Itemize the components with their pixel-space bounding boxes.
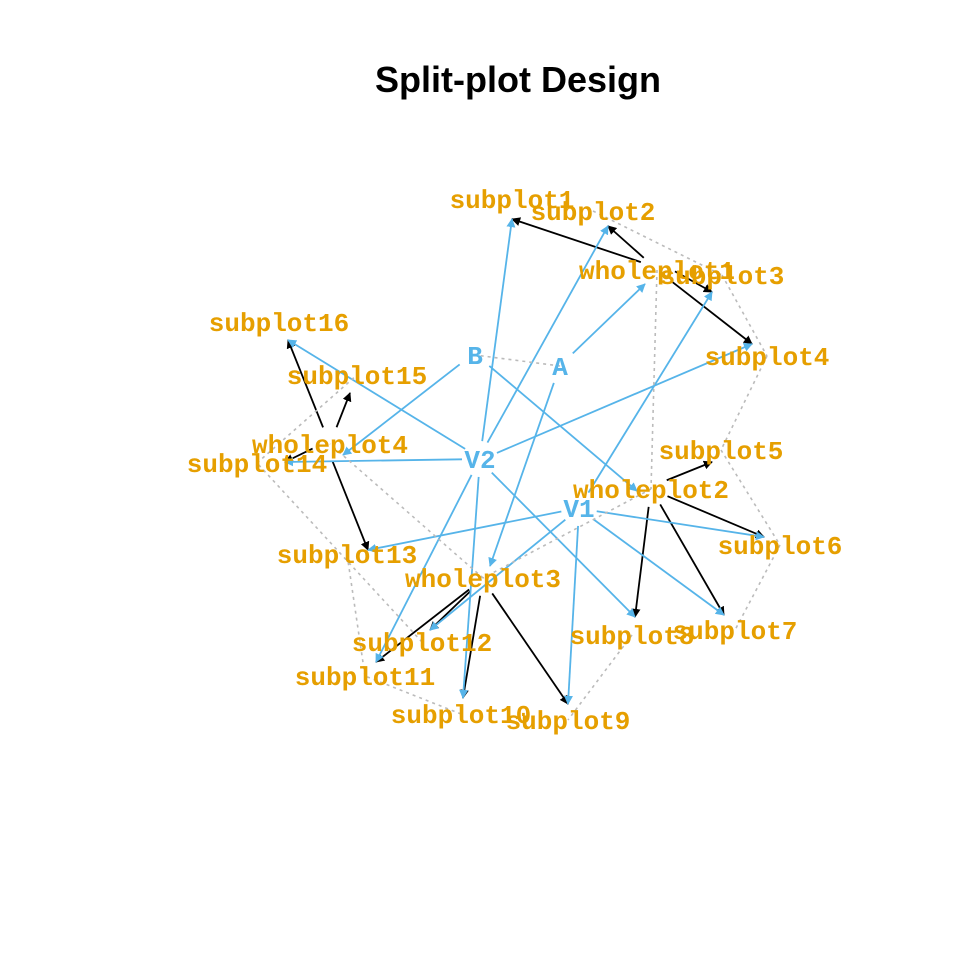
node-sp1: subplot1: [450, 186, 575, 216]
edge-wp4-sp16: [286, 339, 324, 428]
edge-A-wp3: [488, 382, 555, 567]
node-sp16: subplot16: [209, 309, 349, 339]
node-sp8: subplot8: [570, 622, 695, 652]
node-sp9: subplot9: [506, 707, 631, 737]
edges-layer: [256, 210, 781, 721]
edge-V2-sp4: [496, 343, 753, 454]
edge-V2-sp11: [375, 474, 473, 663]
node-wp4: wholeplot4: [252, 431, 408, 461]
node-sp14: subplot14: [187, 450, 327, 480]
edge-wp3-sp9: [491, 592, 569, 705]
node-A: A: [552, 353, 568, 383]
edge-V2-sp14: [284, 457, 463, 467]
edge-V1-sp13: [367, 510, 562, 553]
edge-V2-sp1: [481, 218, 516, 442]
edge-sp6-sp7: [734, 544, 781, 631]
node-sp2: subplot2: [531, 198, 656, 228]
edge-wp2-sp5: [666, 460, 713, 482]
edge-wp4-sp13: [331, 461, 370, 551]
edge-V2-sp10: [459, 476, 480, 699]
node-sp13: subplot13: [277, 541, 417, 571]
edge-A-B: [474, 354, 561, 367]
edge-wp2-sp7: [659, 504, 725, 616]
edge-sp3-sp4: [721, 274, 768, 357]
node-sp3: subplot3: [660, 262, 785, 292]
edge-wp1-sp2: [607, 225, 645, 259]
node-sp4: subplot4: [705, 343, 830, 373]
edge-V1-sp9: [563, 525, 579, 705]
edge-A-wp1: [572, 283, 646, 354]
edge-wp1-wp2: [650, 269, 658, 490]
edge-sp14-sp15: [256, 374, 358, 464]
node-V2: V2: [464, 446, 495, 476]
edge-V2-sp16: [287, 339, 466, 450]
edge-wp1-sp3: [674, 270, 713, 293]
edge-B-wp2: [488, 365, 638, 492]
edge-wp3-wp4: [329, 443, 484, 579]
edge-wp2-sp8: [631, 506, 650, 618]
node-sp15: subplot15: [287, 362, 427, 392]
edge-V1-sp7: [592, 518, 725, 616]
node-V1: V1: [563, 495, 594, 525]
edge-V2-sp8: [491, 471, 636, 618]
edge-V1-sp12: [429, 518, 566, 631]
node-B: B: [467, 342, 483, 372]
edge-sp5-sp6: [720, 449, 781, 546]
node-wp3: wholeplot3: [405, 565, 561, 595]
node-wp1: wholeplot1: [579, 257, 735, 287]
edge-wp2-sp6: [667, 495, 765, 538]
edge-wp4-sp15: [335, 392, 352, 428]
edge-sp12-sp14: [256, 462, 423, 643]
edge-sp10-sp11: [364, 675, 462, 715]
edge-V1-sp3: [587, 291, 713, 494]
nodes-layer: A B V1 V2 wholeplot1 wholeplot2 wholeplot3 whol…: [187, 186, 843, 737]
edge-V2-sp2: [486, 225, 609, 444]
edge-sp2-sp3: [592, 210, 723, 276]
node-sp11: subplot11: [295, 663, 435, 693]
edge-wp3-sp11: [375, 588, 470, 663]
node-sp6: subplot6: [718, 532, 843, 562]
node-sp12: subplot12: [352, 629, 492, 659]
edge-wp3-sp10: [459, 595, 482, 699]
edge-V1-sp6: [596, 510, 765, 541]
node-wp2: wholeplot2: [573, 476, 729, 506]
edge-wp1-sp4: [670, 280, 753, 345]
node-sp5: subplot5: [659, 437, 784, 467]
diagram-title: Split-plot Design: [375, 59, 661, 100]
edge-wp1-sp1: [511, 217, 642, 263]
node-sp10: subplot10: [391, 701, 531, 731]
node-sp7: subplot7: [673, 617, 798, 647]
